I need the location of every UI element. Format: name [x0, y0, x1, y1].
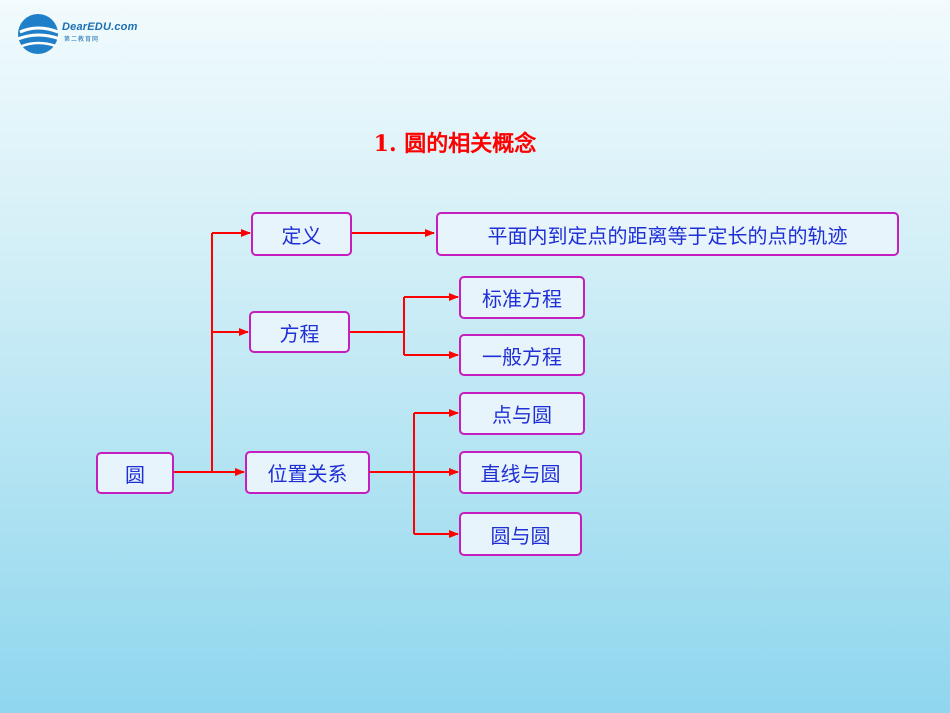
- logo-name: DearEDU.com: [62, 21, 138, 33]
- node-root: 圆: [96, 452, 174, 494]
- logo-subtitle: 第二教育网: [64, 36, 100, 43]
- node-zhixian-yu-yuan: 直线与圆: [459, 451, 582, 494]
- node-yiban-fangcheng: 一般方程: [459, 334, 585, 376]
- logo-globe-icon: [17, 14, 61, 54]
- node-yuan-yu-yuan: 圆与圆: [459, 512, 582, 556]
- node-biaozhun-fangcheng: 标准方程: [459, 276, 585, 319]
- node-definition-text: 平面内到定点的距离等于定长的点的轨迹: [436, 212, 899, 256]
- node-fangcheng: 方程: [249, 311, 350, 353]
- node-weizhi-guanxi: 位置关系: [245, 451, 370, 494]
- logo: [14, 12, 154, 56]
- page-title: 1. 圆的相关概念: [373, 131, 537, 157]
- node-dian-yu-yuan: 点与圆: [459, 392, 585, 435]
- node-dingyi: 定义: [251, 212, 352, 256]
